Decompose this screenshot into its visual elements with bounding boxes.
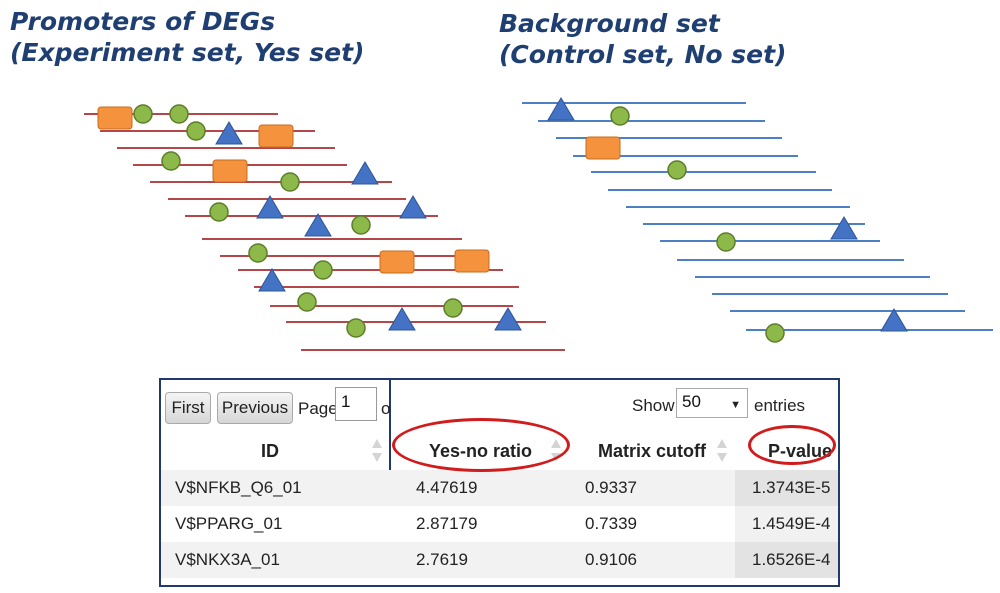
entries-per-page-select[interactable]: 50 ▼ bbox=[676, 388, 748, 418]
binding-site-triangle bbox=[351, 161, 379, 185]
table-row[interactable]: V$NKX3A_01 2.7619 0.9106 1.6526E-4 bbox=[161, 542, 838, 578]
binding-site-circle bbox=[186, 121, 206, 141]
binding-site-circle bbox=[297, 292, 317, 312]
first-page-label: First bbox=[171, 398, 205, 417]
experiment-set-heading: Promoters of DEGs (Experiment set, Yes s… bbox=[10, 6, 364, 68]
cell-p-value: 1.4549E-4 bbox=[752, 514, 831, 533]
sort-arrows-icon[interactable] bbox=[717, 436, 727, 466]
experiment-heading-line2: (Experiment set, Yes set) bbox=[10, 38, 365, 67]
background-heading-line2: (Control set, No set) bbox=[499, 40, 787, 69]
column-header-matrix-cutoff-label: Matrix cutoff bbox=[598, 440, 706, 461]
binding-site-rectangle bbox=[258, 124, 294, 148]
page-of-fragment: o bbox=[381, 399, 391, 418]
binding-site-circle bbox=[443, 298, 463, 318]
binding-site-rectangle bbox=[97, 106, 133, 130]
binding-site-rectangle bbox=[585, 136, 621, 160]
binding-site-triangle bbox=[256, 195, 284, 219]
entries-label: entries bbox=[754, 396, 806, 415]
cell-matrix-cutoff: 0.9106 bbox=[585, 550, 637, 569]
previous-page-button[interactable]: Previous bbox=[217, 392, 293, 424]
show-label: Show bbox=[632, 396, 675, 415]
column-header-matrix-cutoff[interactable]: Matrix cutoff bbox=[598, 434, 706, 468]
binding-site-circle bbox=[765, 323, 785, 343]
chevron-down-icon: ▼ bbox=[730, 399, 741, 411]
cell-id: V$NKX3A_01 bbox=[175, 550, 280, 569]
binding-site-triangle bbox=[880, 308, 908, 332]
cell-matrix-cutoff: 0.7339 bbox=[585, 514, 637, 533]
table-row[interactable]: V$NFKB_Q6_01 4.47619 0.9337 1.3743E-5 bbox=[161, 470, 838, 506]
cell-matrix-cutoff: 0.9337 bbox=[585, 478, 637, 497]
binding-site-triangle bbox=[494, 307, 522, 331]
binding-site-rectangle bbox=[379, 250, 415, 274]
binding-site-circle bbox=[209, 202, 229, 222]
binding-site-triangle bbox=[304, 213, 332, 237]
binding-site-circle bbox=[716, 232, 736, 252]
cell-id: V$NFKB_Q6_01 bbox=[175, 478, 302, 497]
binding-site-circle bbox=[351, 215, 371, 235]
results-table-panel: First Previous Page 1 o Show 50 ▼ entrie… bbox=[159, 378, 840, 587]
binding-site-triangle bbox=[258, 268, 286, 292]
binding-site-circle bbox=[313, 260, 333, 280]
experiment-heading-line1: Promoters of DEGs bbox=[10, 7, 276, 36]
binding-site-circle bbox=[667, 160, 687, 180]
binding-site-circle bbox=[161, 151, 181, 171]
previous-page-label: Previous bbox=[221, 398, 289, 417]
binding-site-circle bbox=[248, 243, 268, 263]
column-header-id[interactable]: ID bbox=[261, 434, 279, 468]
binding-site-circle bbox=[133, 104, 153, 124]
binding-site-circle bbox=[280, 172, 300, 192]
column-header-id-label: ID bbox=[261, 440, 279, 461]
entries-per-page-value: 50 bbox=[682, 392, 701, 411]
background-set-heading: Background set (Control set, No set) bbox=[499, 8, 786, 70]
binding-site-circle bbox=[346, 318, 366, 338]
first-page-button[interactable]: First bbox=[165, 392, 211, 424]
background-heading-line1: Background set bbox=[499, 9, 720, 38]
page-label: Page bbox=[298, 399, 338, 418]
cell-yes-no-ratio: 2.87179 bbox=[416, 514, 478, 533]
sort-arrows-icon[interactable] bbox=[372, 436, 382, 466]
table-row[interactable]: V$PPARG_01 2.87179 0.7339 1.4549E-4 bbox=[161, 506, 838, 542]
binding-site-triangle bbox=[547, 97, 575, 121]
promoter-diagram bbox=[84, 97, 993, 351]
cell-yes-no-ratio: 4.47619 bbox=[416, 478, 478, 497]
page-number-value: 1 bbox=[341, 392, 351, 411]
binding-site-triangle bbox=[215, 121, 243, 145]
p-value-highlight bbox=[748, 425, 836, 465]
page-number-input[interactable]: 1 bbox=[335, 387, 377, 421]
binding-site-circle bbox=[169, 104, 189, 124]
yes-no-ratio-highlight bbox=[392, 418, 570, 472]
binding-site-triangle bbox=[830, 216, 858, 240]
cell-p-value: 1.3743E-5 bbox=[752, 478, 831, 497]
binding-site-triangle bbox=[399, 195, 427, 219]
binding-site-triangle bbox=[388, 307, 416, 331]
table-row-partial bbox=[161, 578, 838, 585]
binding-site-rectangle bbox=[212, 159, 248, 183]
cell-id: V$PPARG_01 bbox=[175, 514, 283, 533]
cell-yes-no-ratio: 2.7619 bbox=[416, 550, 468, 569]
cell-p-value: 1.6526E-4 bbox=[752, 550, 831, 569]
binding-site-rectangle bbox=[454, 249, 490, 273]
binding-site-circle bbox=[610, 106, 630, 126]
